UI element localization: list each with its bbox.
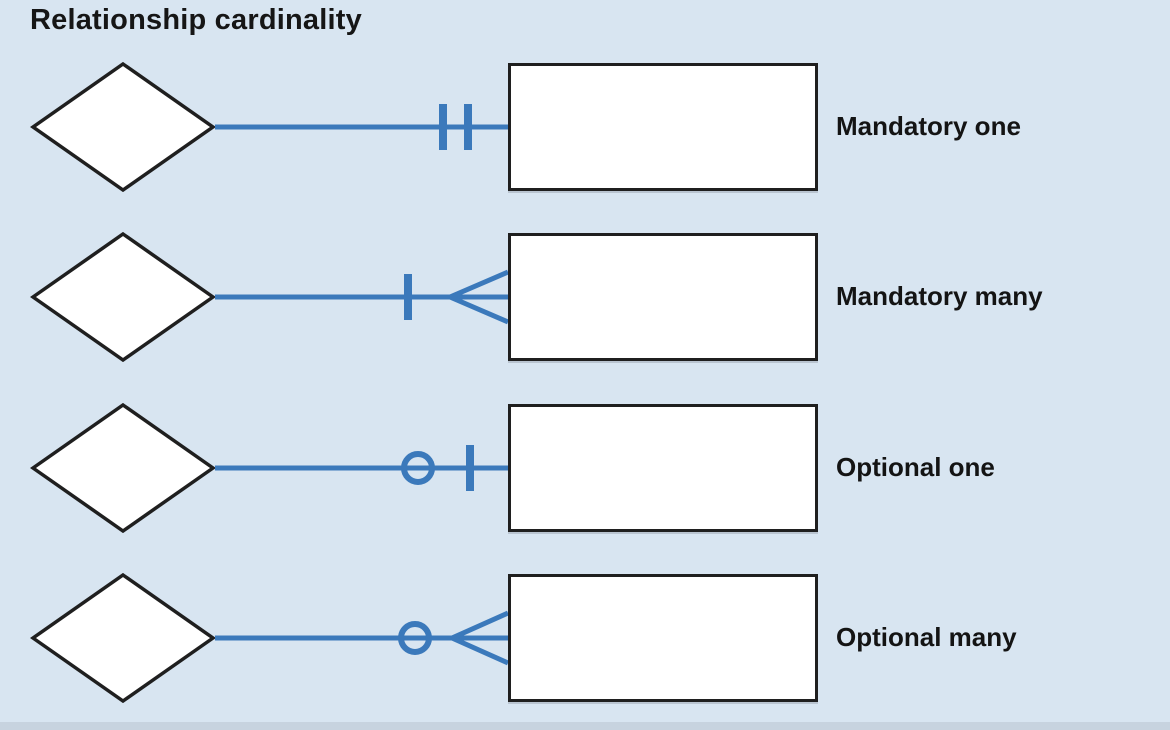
- cardinality-row-mandatory-one: Mandatory one: [0, 62, 1170, 192]
- cardinality-label: Mandatory many: [836, 281, 1043, 311]
- cardinality-row-optional-one: Optional one: [0, 403, 1170, 533]
- cardinality-label: Optional one: [836, 452, 995, 482]
- entity-rectangle: [508, 233, 818, 361]
- optional-many-connector-icon: [215, 610, 508, 666]
- cardinality-label: Optional many: [836, 622, 1017, 652]
- entity-rectangle: [508, 404, 818, 532]
- cardinality-row-mandatory-many: Mandatory many: [0, 232, 1170, 362]
- mandatory-many-connector-icon: [215, 269, 508, 325]
- entity-rectangle: [508, 63, 818, 191]
- cardinality-row-optional-many: Optional many: [0, 573, 1170, 703]
- relationship-diamond-icon: [30, 62, 216, 192]
- relationship-diamond-icon: [30, 573, 216, 703]
- cardinality-label: Mandatory one: [836, 111, 1021, 141]
- relationship-diamond-icon: [30, 232, 216, 362]
- bottom-edge-strip: [0, 722, 1170, 730]
- optional-one-connector-icon: [215, 445, 508, 491]
- relationship-diamond-icon: [30, 403, 216, 533]
- page-title: Relationship cardinality: [30, 4, 362, 36]
- mandatory-one-connector-icon: [215, 104, 508, 150]
- entity-rectangle: [508, 574, 818, 702]
